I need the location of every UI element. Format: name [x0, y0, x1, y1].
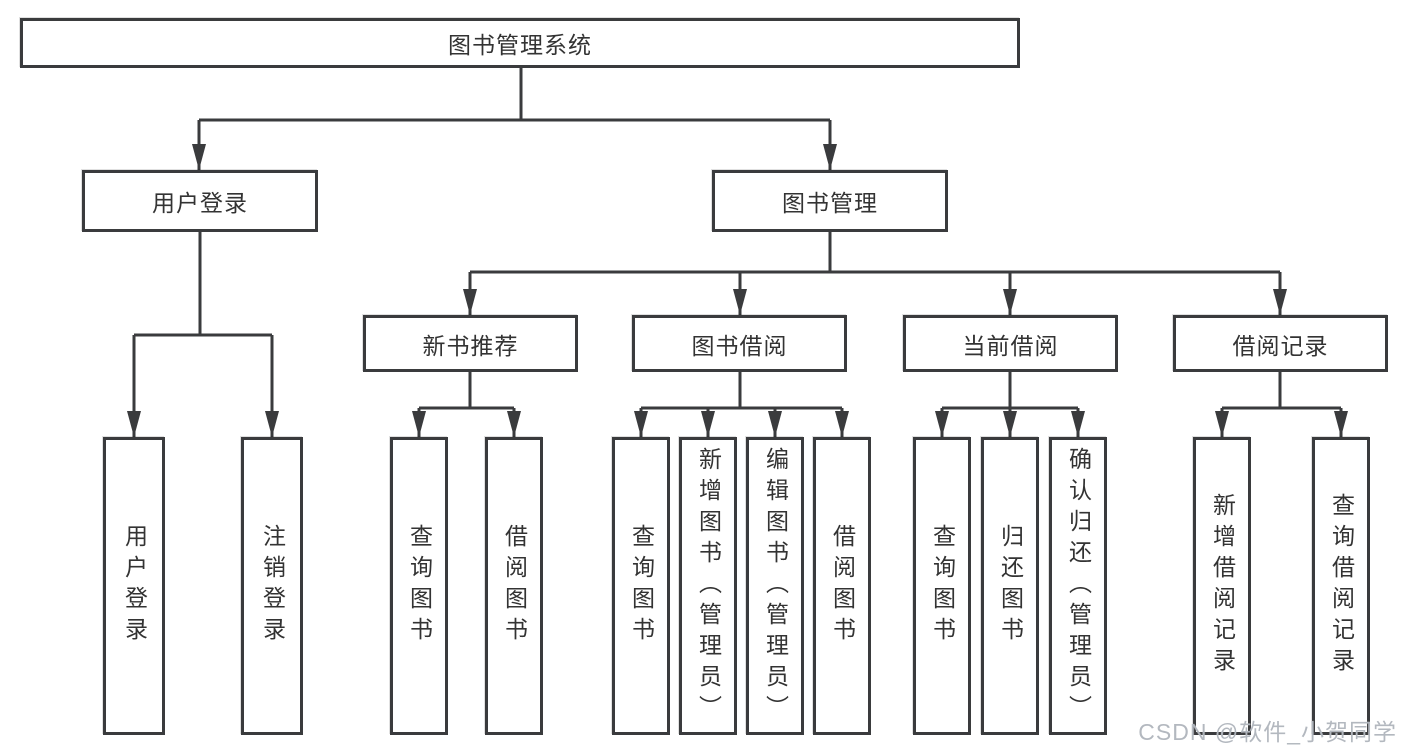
- leaf-label: 查询借阅记录: [1328, 493, 1355, 679]
- leaf-query-books-borrow: 查询图书: [612, 437, 670, 735]
- leaf-label: 注销登录: [259, 524, 286, 648]
- node-user-login: 用户登录: [82, 170, 318, 232]
- leaf-label: 新增借阅记录: [1209, 493, 1236, 679]
- leaf-label: 查询图书: [929, 524, 956, 648]
- watermark: CSDN @软件_小贺同学: [1138, 719, 1397, 745]
- leaf-query-books-recommend: 查询图书: [390, 437, 448, 735]
- node-book-management-system: 图书管理系统: [20, 18, 1020, 68]
- leaf-label: 归还图书: [997, 524, 1024, 648]
- leaf-query-borrow-record: 查询借阅记录: [1312, 437, 1370, 735]
- connector-root-bar: [199, 68, 830, 122]
- node-current-borrow: 当前借阅: [903, 315, 1118, 372]
- node-borrow-records: 借阅记录: [1173, 315, 1388, 372]
- node-new-book-recommend: 新书推荐: [363, 315, 578, 372]
- leaf-label: 查询图书: [628, 524, 655, 648]
- leaf-logout: 注销登录: [241, 437, 303, 735]
- connector-group2-bar: [942, 372, 1078, 410]
- connector-mgmt-bar: [470, 232, 1280, 274]
- leaf-add-books-admin: 新增图书（管理员）: [679, 437, 737, 735]
- node-label: 当前借阅: [962, 332, 1059, 359]
- node-label: 借阅记录: [1232, 332, 1329, 359]
- connector-login-bar: [134, 232, 272, 337]
- node-book-management: 图书管理: [712, 170, 948, 232]
- leaf-label: 借阅图书: [501, 524, 528, 648]
- node-label: 用户登录: [152, 190, 248, 216]
- node-label: 图书借阅: [691, 332, 788, 359]
- leaf-label: 查询图书: [406, 524, 433, 648]
- connector-group0-bar: [419, 372, 514, 410]
- node-label: 图书管理系统: [448, 32, 592, 58]
- leaf-label: 新增图书（管理员）: [695, 446, 722, 726]
- connector-group3-bar: [1222, 372, 1341, 410]
- leaf-edit-books-admin: 编辑图书（管理员）: [746, 437, 804, 735]
- leaf-query-books-current: 查询图书: [913, 437, 971, 735]
- leaf-user-login: 用户登录: [103, 437, 165, 735]
- leaf-borrow-books-recommend: 借阅图书: [485, 437, 543, 735]
- leaf-add-borrow-record: 新增借阅记录: [1193, 437, 1251, 735]
- leaf-label: 借阅图书: [829, 524, 856, 648]
- leaf-return-books: 归还图书: [981, 437, 1039, 735]
- connector-group1-bar: [641, 372, 842, 410]
- leaf-label: 确认归还（管理员）: [1065, 446, 1092, 726]
- node-label: 新书推荐: [422, 332, 519, 359]
- leaf-confirm-return-admin: 确认归还（管理员）: [1049, 437, 1107, 735]
- node-label: 图书管理: [782, 190, 878, 216]
- node-book-borrow: 图书借阅: [632, 315, 847, 372]
- leaf-label: 用户登录: [121, 524, 148, 648]
- leaf-label: 编辑图书（管理员）: [762, 446, 789, 726]
- leaf-borrow-books: 借阅图书: [813, 437, 871, 735]
